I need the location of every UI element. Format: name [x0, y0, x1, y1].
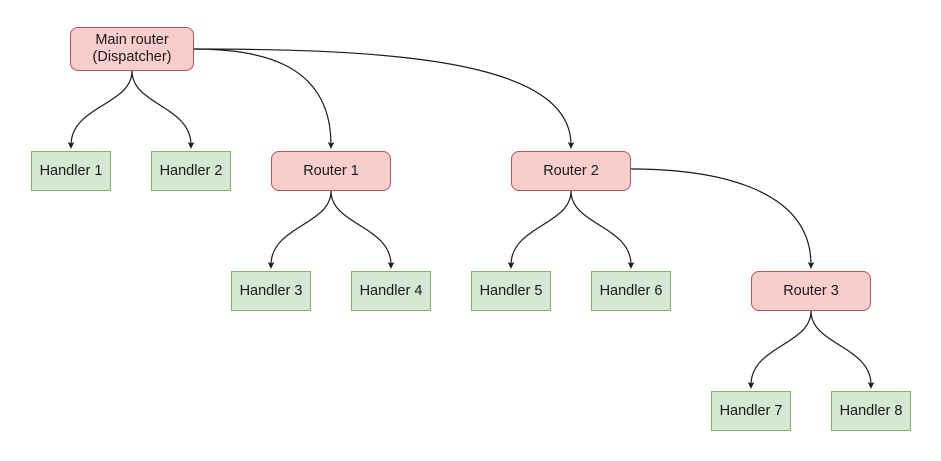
node-label: Handler 3 [239, 282, 303, 299]
node-router-1[interactable]: Router 1 [271, 151, 391, 191]
node-handler-1[interactable]: Handler 1 [31, 151, 111, 191]
edge-main-to-handler-1 [67, 70, 133, 149]
node-handler-6[interactable]: Handler 6 [591, 271, 671, 311]
node-label: Handler 8 [839, 402, 903, 419]
node-label: Handler 5 [479, 282, 543, 299]
node-label: Handler 2 [159, 162, 223, 179]
edge-main-to-handler-2 [131, 70, 195, 149]
node-label: Handler 6 [599, 282, 663, 299]
edge-main-to-router-2 [193, 48, 575, 149]
node-handler-8[interactable]: Handler 8 [831, 391, 911, 431]
node-label: Router 2 [543, 162, 599, 179]
edge-router-1-to-handler-3 [267, 190, 332, 269]
node-label: Handler 4 [359, 282, 423, 299]
edge-router-1-to-handler-4 [330, 190, 395, 269]
node-label: Router 3 [783, 282, 839, 299]
edges [67, 48, 875, 389]
node-label: Main router (Dispatcher) [92, 32, 172, 65]
node-handler-7[interactable]: Handler 7 [711, 391, 791, 431]
node-handler-5[interactable]: Handler 5 [471, 271, 551, 311]
node-main-router[interactable]: Main router (Dispatcher) [70, 27, 194, 71]
edge-router-2-to-router-3 [630, 168, 815, 269]
edge-router-3-to-handler-7 [747, 310, 812, 389]
node-router-3[interactable]: Router 3 [751, 271, 871, 311]
node-handler-4[interactable]: Handler 4 [351, 271, 431, 311]
edge-router-2-to-handler-5 [507, 190, 572, 269]
node-label: Handler 1 [39, 162, 103, 179]
edge-main-to-router-1 [193, 48, 335, 149]
node-label: Router 1 [303, 162, 359, 179]
node-label: Handler 7 [719, 402, 783, 419]
node-handler-3[interactable]: Handler 3 [231, 271, 311, 311]
edge-router-2-to-handler-6 [570, 190, 635, 269]
edge-router-3-to-handler-8 [810, 310, 875, 389]
node-handler-2[interactable]: Handler 2 [151, 151, 231, 191]
node-router-2[interactable]: Router 2 [511, 151, 631, 191]
